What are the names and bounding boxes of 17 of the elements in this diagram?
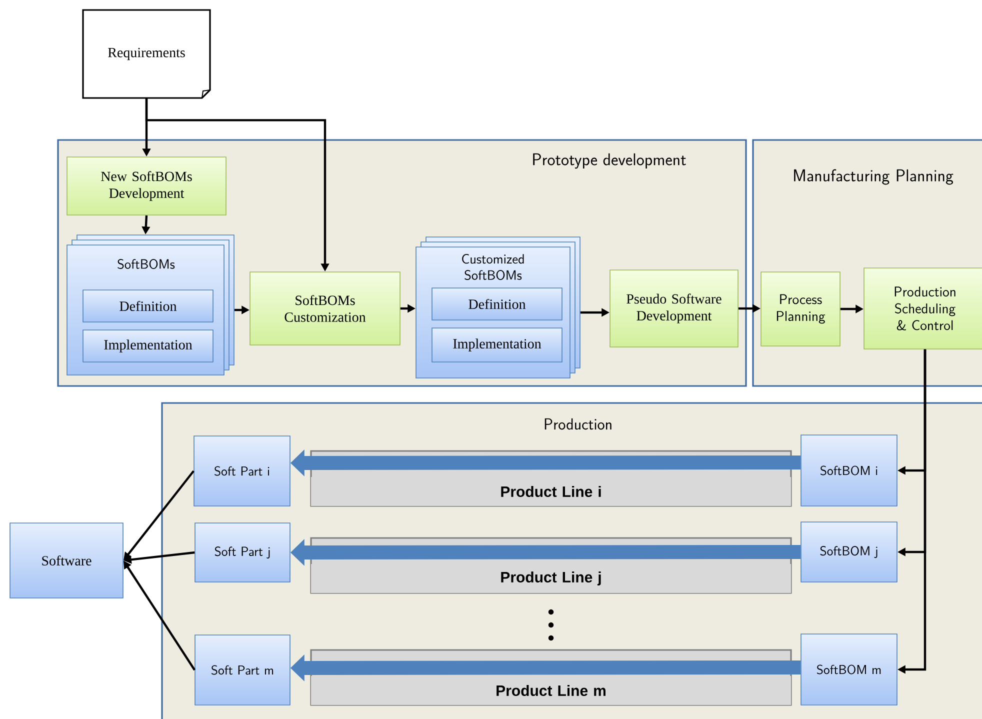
data-box: Soft Part j	[194, 522, 290, 582]
data-box: SoftBOM i	[800, 434, 898, 506]
document-box: Requirements	[82, 9, 211, 99]
data-box: Soft Part i	[194, 436, 290, 506]
data-box: Definition	[82, 290, 214, 322]
data-box: Implementation	[432, 328, 562, 362]
process-box: Production Scheduling & Control	[864, 268, 982, 350]
process-box: New SoftBOMs Development	[66, 156, 226, 216]
data-box: SoftBOM m	[800, 634, 898, 706]
data-box: Software	[10, 522, 124, 598]
process-box: Process Planning	[760, 272, 840, 346]
process-box: Pseudo Software Development	[610, 270, 738, 348]
data-box: Implementation	[82, 330, 214, 362]
data-box: SoftBOM j	[800, 522, 898, 582]
data-box: Soft Part m	[194, 634, 290, 706]
process-box: SoftBOMs Customization	[250, 272, 400, 346]
data-box: Definition	[432, 288, 562, 320]
